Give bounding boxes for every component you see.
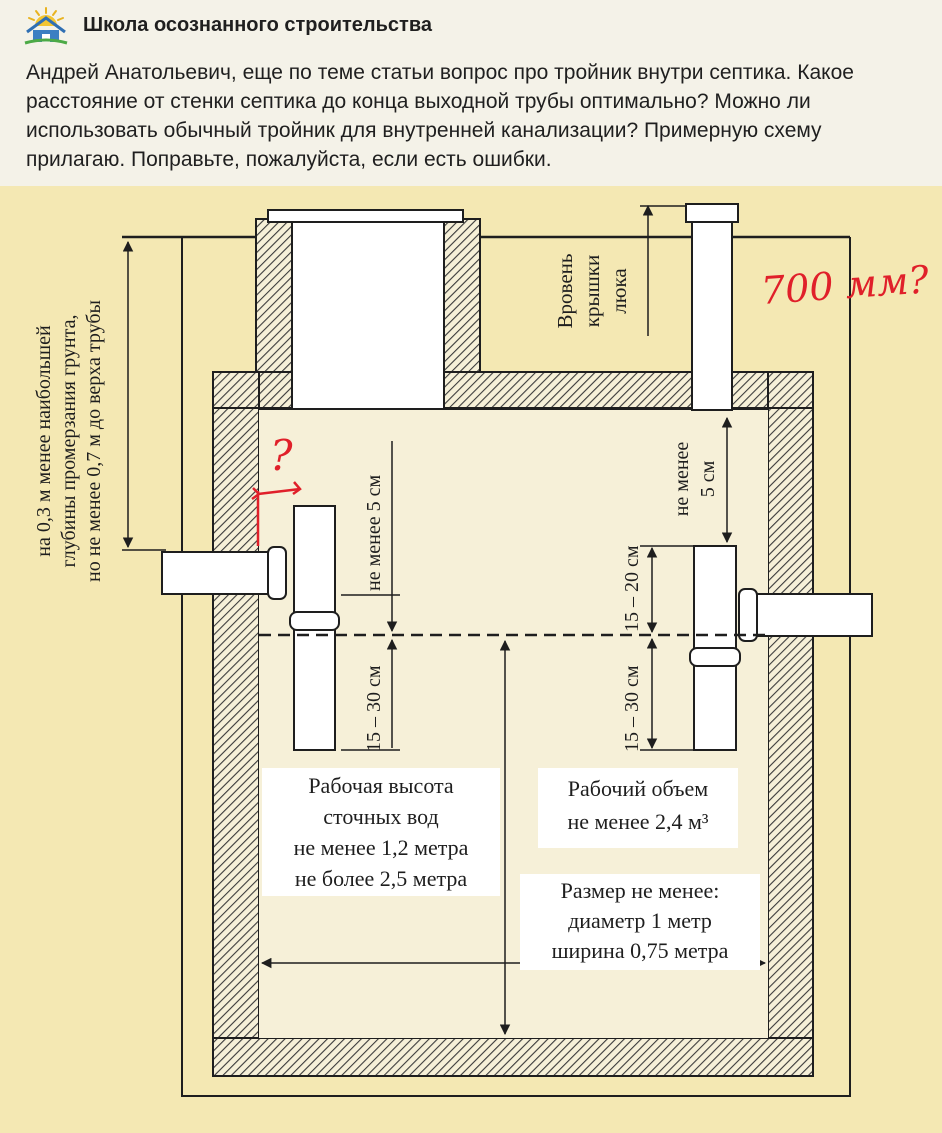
svg-text:не менее 1,2 метра: не менее 1,2 метра	[294, 835, 469, 860]
right-upper-label: 15 – 20 см	[621, 545, 643, 632]
svg-text:но не менее 0,7 м до верха тру: но не менее 0,7 м до верха трубы	[83, 300, 105, 582]
svg-text:не более 2,5 метра: не более 2,5 метра	[295, 866, 468, 891]
vent-cap	[685, 203, 739, 223]
working-volume-label: Рабочий объем не менее 2,4 м³	[567, 776, 708, 834]
hatch-level-label: Вровень крышки люка	[553, 254, 631, 329]
outlet-coupling	[738, 588, 758, 642]
svg-text:глубины промерзания грунта,: глубины промерзания грунта,	[58, 315, 80, 568]
septic-diagram: на 0,3 м менее наибольшей глубины промер…	[0, 186, 942, 1133]
depth-label: на 0,3 м менее наибольшей глубины промер…	[33, 300, 105, 582]
svg-text:Вровень: Вровень	[553, 254, 577, 329]
size-box	[520, 874, 760, 970]
red-annotation-marks	[251, 481, 302, 546]
post-text: Андрей Анатольевич, еще по теме статьи в…	[26, 61, 854, 171]
svg-text:Рабочий объем: Рабочий объем	[568, 776, 709, 801]
svg-text:сточных вод: сточных вод	[323, 804, 438, 829]
svg-text:люка: люка	[607, 268, 631, 314]
svg-text:5 см: 5 см	[697, 460, 719, 497]
tank-floor	[212, 1037, 814, 1077]
working-height-box	[262, 768, 500, 896]
svg-text:не менее: не менее	[671, 442, 693, 517]
post-header: Школа осознанного строительства	[0, 0, 942, 52]
manhole-cover	[267, 209, 464, 223]
manhole-wall-left	[255, 218, 293, 373]
question-annotation: ?	[270, 431, 293, 480]
pit-outline	[181, 237, 851, 1097]
svg-text:не менее 2,4 м³: не менее 2,4 м³	[567, 809, 708, 834]
outlet-pipe	[749, 593, 873, 637]
inlet-tee-collar	[289, 611, 340, 631]
svg-text:ширина 0,75 метра: ширина 0,75 метра	[552, 938, 729, 963]
channel-name[interactable]: Школа осознанного строительства	[83, 14, 432, 36]
right-depth-label: 15 – 30 см	[621, 665, 643, 752]
svg-text:крышки: крышки	[580, 255, 604, 327]
size-label: Размер не менее: диаметр 1 метр ширина 0…	[552, 878, 729, 963]
svg-text:Размер не менее:: Размер не менее:	[561, 878, 720, 903]
svg-text:диаметр 1 метр: диаметр 1 метр	[568, 908, 712, 933]
left-depth-label: 15 – 30 см	[363, 665, 385, 752]
outlet-tee-collar	[689, 647, 741, 667]
inlet-coupling	[267, 546, 287, 600]
size-question-annotation: 700 мм?	[760, 257, 931, 313]
manhole-opening	[291, 218, 445, 410]
right-gap-label: не менее 5 см	[671, 442, 719, 517]
septic-diagram-svg: на 0,3 м менее наибольшей глубины промер…	[33, 203, 931, 1097]
manhole-wall-right	[443, 218, 481, 373]
working-volume-box	[538, 768, 738, 848]
svg-text:на 0,3 м менее наибольшей: на 0,3 м менее наибольшей	[33, 325, 55, 557]
left-gap-label: не менее 5 см	[363, 475, 385, 591]
tank-wall-right	[767, 371, 814, 1069]
inlet-pipe	[161, 551, 275, 595]
house-sun-logo-icon[interactable]	[23, 6, 69, 46]
vent-pipe	[691, 217, 733, 411]
tank-wall-left	[212, 371, 260, 1069]
working-height-label: Рабочая высота сточных вод не менее 1,2 …	[294, 773, 469, 891]
svg-text:Рабочая высота: Рабочая высота	[308, 773, 454, 798]
